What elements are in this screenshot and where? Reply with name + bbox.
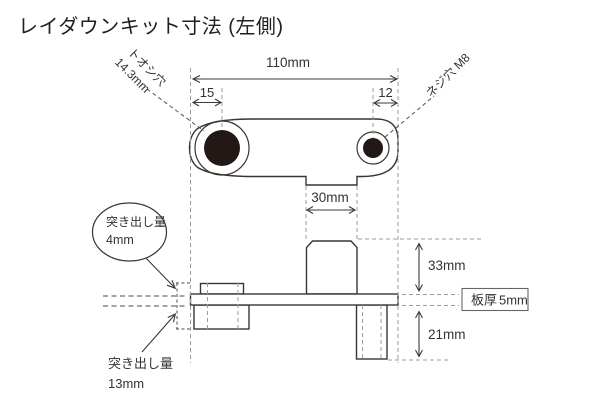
dim-label-33mm: 33mm bbox=[428, 258, 466, 273]
dim-30mm bbox=[305, 206, 357, 214]
protrusion-bottom-value: 13mm bbox=[108, 376, 144, 391]
center-block bbox=[305, 240, 358, 295]
screw-hole bbox=[363, 138, 383, 158]
plan-view bbox=[188, 118, 399, 186]
protrusion-callout-balloon bbox=[91, 202, 168, 262]
plate-thickness-value: 5mm bbox=[499, 293, 528, 308]
dim-label-30mm: 30mm bbox=[311, 190, 349, 205]
screw-hole-label: ネジ穴 M8 bbox=[423, 50, 473, 100]
plate-thickness-label: 板厚 bbox=[471, 293, 497, 308]
top-protrusion-plate bbox=[199, 282, 245, 295]
bottom-left-block bbox=[193, 304, 250, 330]
side-view bbox=[189, 240, 399, 360]
dimension-lines bbox=[141, 75, 423, 358]
through-hole bbox=[204, 130, 240, 166]
arrow-protrusion-bottom bbox=[141, 313, 177, 353]
bolt-shank bbox=[355, 304, 388, 360]
page-title: レイダウンキット寸法 (左側) bbox=[18, 15, 284, 38]
protrusion-bottom-label: 突き出し量 bbox=[108, 356, 173, 371]
screw-hole-callout: ネジ穴 M8 bbox=[423, 50, 473, 100]
dim-110mm bbox=[191, 75, 399, 83]
dim-15 bbox=[191, 98, 223, 107]
through-hole-callout: トオシ穴 14.3mm bbox=[112, 45, 169, 96]
protrusion-top-value: 4mm bbox=[106, 233, 134, 247]
dim-label-12: 12 bbox=[378, 85, 392, 100]
protrusion-top-label: 突き出し量 bbox=[106, 214, 166, 229]
leader-through-hole bbox=[146, 88, 205, 132]
construction-lines bbox=[103, 68, 482, 363]
dim-33mm bbox=[415, 242, 423, 293]
arrow-protrusion-top bbox=[141, 253, 177, 290]
dim-21mm bbox=[415, 310, 423, 358]
dim-label-21mm: 21mm bbox=[428, 327, 466, 342]
base-plate bbox=[189, 293, 399, 306]
leader-screw-hole bbox=[384, 95, 435, 138]
dim-12 bbox=[372, 99, 399, 107]
plate-thickness-box bbox=[461, 287, 529, 312]
dim-label-15: 15 bbox=[200, 85, 214, 100]
dim-label-110mm: 110mm bbox=[266, 55, 310, 70]
through-hole-ring bbox=[194, 120, 250, 176]
